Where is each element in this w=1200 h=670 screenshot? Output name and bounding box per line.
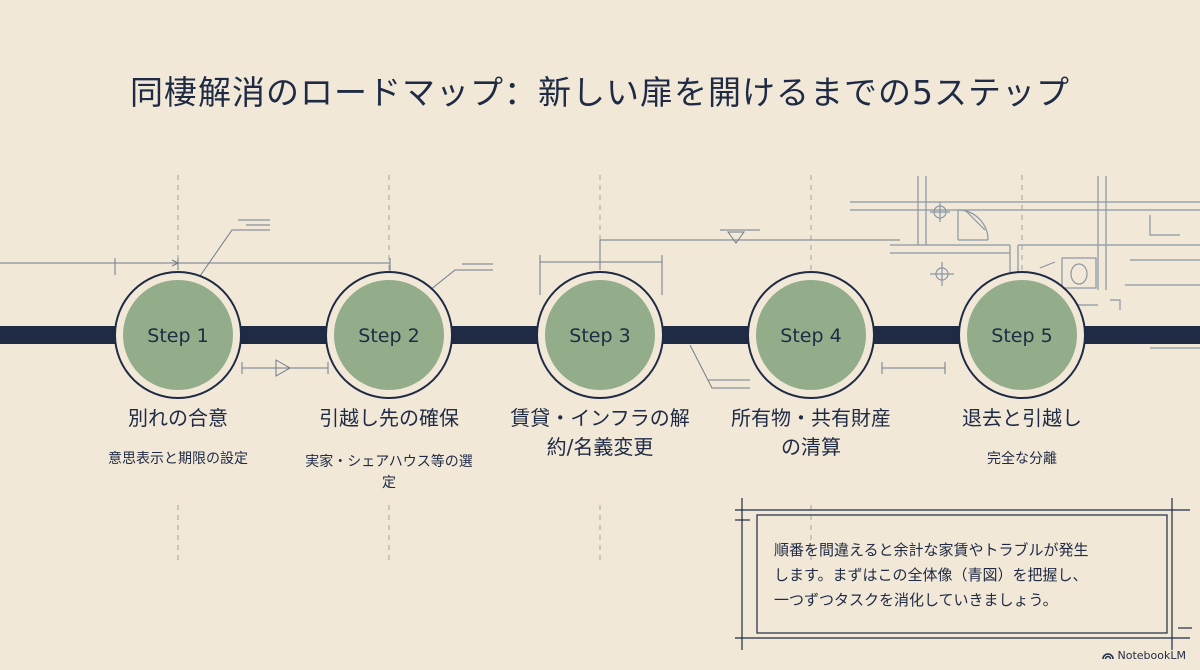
note-box-frame (735, 498, 1192, 650)
step-4-label: 所有物・共有財産の清算 (731, 406, 891, 459)
step-2-label: 引越し先の確保 (319, 406, 459, 430)
dimension-lines (0, 219, 946, 389)
step-4-badge: Step 4 (780, 325, 841, 347)
step-1-badge: Step 1 (147, 325, 208, 347)
step-2-description: 実家・シェアハウス等の選定 (305, 454, 473, 491)
step-5-circle (958, 271, 1086, 399)
step-1-circle (114, 271, 242, 399)
step-5-label: 退去と引越し (962, 406, 1082, 430)
step-4-circle (747, 271, 875, 399)
step-1-description: 意思表示と期限の設定 (108, 451, 248, 467)
step-3-badge: Step 3 (569, 325, 630, 347)
step-1-label: 別れの合意 (128, 406, 228, 430)
step-circles (114, 271, 1086, 399)
note-line-1: 順番を間違えると余計な家賃やトラブルが発生 (774, 541, 1089, 559)
brand-watermark: NotebookLM (1101, 649, 1186, 662)
step-2-badge: Step 2 (358, 325, 419, 347)
page-title: 同棲解消のロードマップ：新しい扉を開けるまでの5ステップ (130, 73, 1070, 112)
step-3-label: 賃貸・インフラの解約/名義変更 (510, 406, 690, 459)
note-text: 順番を間違えると余計な家賃やトラブルが発生 します。まずはこの全体像（青図）を把… (774, 538, 1174, 613)
note-line-3: 一つずつタスクを消化していきましょう。 (774, 591, 1058, 609)
note-line-2: します。まずはこの全体像（青図）を把握し、 (774, 566, 1088, 584)
step-2-circle (325, 271, 453, 399)
step-5-description: 完全な分離 (987, 451, 1057, 467)
notebooklm-logo-icon (1101, 653, 1114, 660)
step-3-circle (536, 271, 664, 399)
step-5-badge: Step 5 (991, 325, 1052, 347)
brand-name: NotebookLM (1117, 649, 1186, 662)
